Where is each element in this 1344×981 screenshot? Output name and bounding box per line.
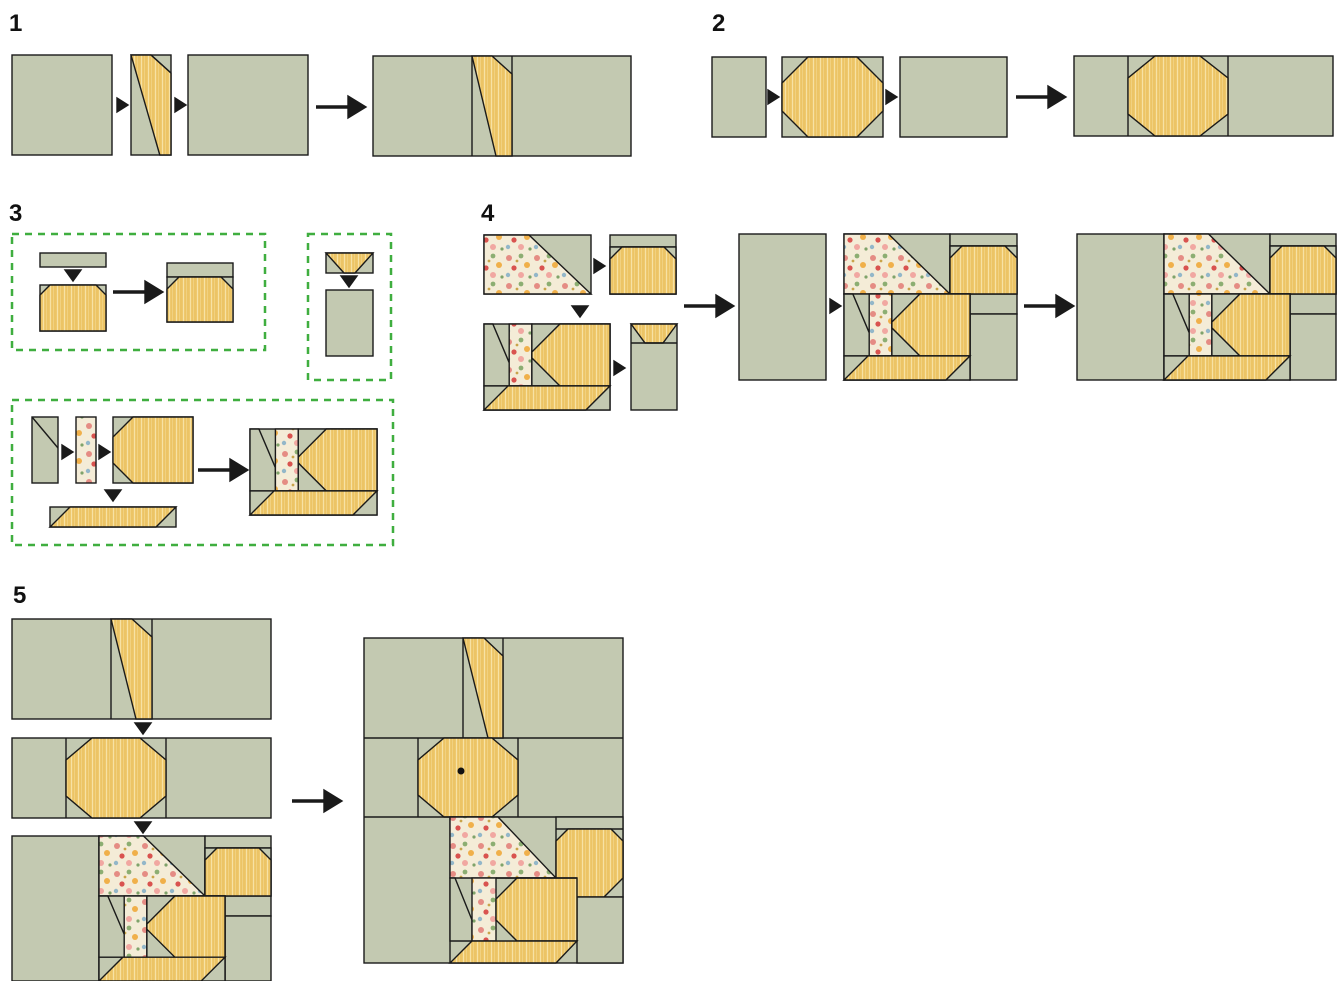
step-number: 1: [9, 10, 22, 37]
yellow-base: [482, 385, 612, 411]
yellow-ear: [130, 54, 172, 156]
body-octagon: [495, 877, 578, 942]
yellow-head: [417, 737, 519, 818]
yellow-base: [98, 956, 227, 981]
yellow-octagon: [39, 284, 107, 332]
yellow-octagon: [65, 737, 167, 819]
leg-left: [31, 416, 59, 484]
side-rect: [576, 896, 624, 964]
triangle-pointer-icon: [98, 443, 112, 461]
floral-triangle: [483, 234, 593, 295]
triangle-pointer-icon: [133, 722, 153, 736]
yellow-ear: [471, 55, 513, 157]
yellow-ear: [110, 618, 153, 720]
step-number: 5: [13, 582, 26, 609]
right-arrow-icon: [1047, 84, 1068, 110]
floral-leg: [274, 428, 299, 492]
right-arrow-icon: [715, 293, 736, 319]
yellow-octagon: [609, 246, 677, 295]
floral-leg: [1188, 293, 1213, 357]
left-panel: [11, 835, 100, 981]
triangle-pointer-icon: [61, 443, 75, 461]
right-arrow-icon: [1055, 293, 1076, 319]
yellow-octagon: [781, 56, 884, 138]
floral-leg: [868, 293, 893, 357]
left-panel: [738, 233, 827, 381]
small-rect: [325, 289, 374, 357]
yellow-octagon: [1127, 55, 1229, 137]
triangle-pointer-icon: [570, 305, 590, 319]
triangle-pointer-icon: [593, 257, 607, 275]
right-arrow-icon: [229, 457, 250, 483]
yellow-base: [48, 506, 178, 528]
yellow-base: [1162, 355, 1292, 381]
triangle-pointer-icon: [63, 269, 83, 283]
yellow-base: [448, 940, 579, 964]
triangle-pointer-icon: [174, 96, 188, 114]
triangle-pointer-icon: [116, 96, 130, 114]
seam-line: [150, 54, 172, 74]
top-strip: [39, 252, 107, 268]
triangle-pointer-icon: [339, 275, 359, 289]
floral-leg: [508, 323, 533, 387]
triangle-pointer-icon: [767, 88, 781, 106]
left-panel: [1076, 233, 1165, 381]
triangle-pointer-icon: [613, 359, 627, 377]
side-rect: [1289, 313, 1337, 381]
fabric-rect: [187, 54, 309, 156]
right-arrow-icon: [323, 788, 344, 814]
triangle-pointer-icon: [133, 821, 153, 835]
yellow-octagon: [949, 245, 1018, 295]
yellow-wedge: [324, 252, 375, 274]
floral-leg: [471, 877, 497, 942]
group-frame: [306, 232, 393, 382]
fabric-rect: [11, 54, 113, 156]
yellow-octagon: [112, 416, 194, 484]
fabric-rect: [899, 56, 1008, 138]
triangle-pointer-icon: [885, 88, 899, 106]
floral-leg: [123, 895, 148, 958]
seam-line: [31, 416, 59, 449]
side-rect: [224, 915, 272, 981]
step-number: 4: [481, 200, 495, 227]
step-number: 3: [9, 200, 22, 227]
yellow-octagon: [166, 276, 234, 323]
group-frame: [10, 232, 267, 352]
yellow-octagon: [1269, 245, 1337, 295]
top-strip: [166, 262, 234, 278]
right-arrow-icon: [347, 94, 368, 120]
right-arrow-icon: [144, 279, 165, 305]
group-frame: [10, 398, 395, 547]
triangle-pointer-icon: [829, 297, 843, 315]
fabric-rect: [711, 56, 767, 138]
yellow-base: [842, 355, 972, 381]
floral-leg: [75, 416, 97, 484]
triangle-pointer-icon: [103, 489, 123, 503]
yellow-base: [248, 490, 379, 516]
side-rect: [969, 313, 1018, 381]
eye-dot: [457, 767, 465, 775]
yellow-ear: [462, 637, 504, 739]
yellow-octagon: [204, 847, 272, 897]
step-number: 2: [712, 10, 725, 37]
